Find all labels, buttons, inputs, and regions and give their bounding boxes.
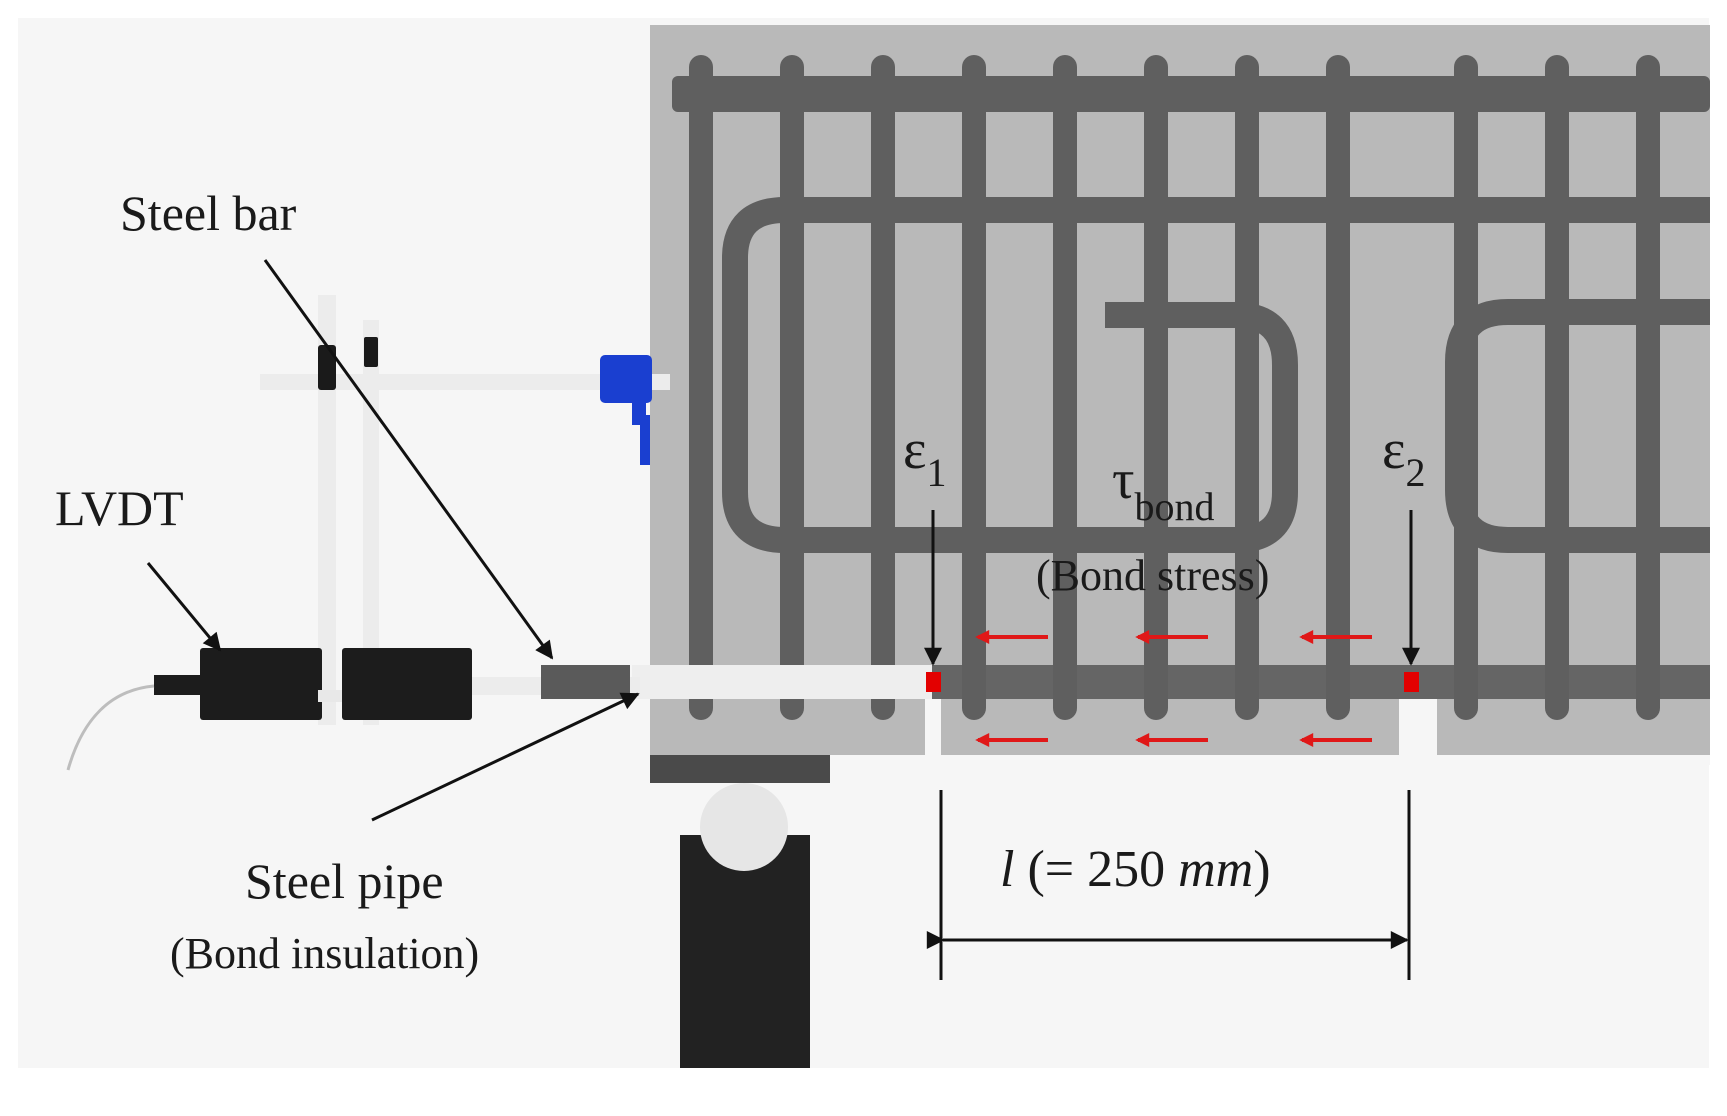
stirrup-leg xyxy=(1053,55,1077,720)
stirrup-legs xyxy=(689,55,1660,720)
support-roller xyxy=(700,783,788,871)
tau-symbol: τ xyxy=(1112,449,1135,511)
frame-horizontal-rod xyxy=(260,374,670,390)
concrete-block xyxy=(650,25,1710,755)
concrete-specimen xyxy=(650,25,1710,765)
length-unit: mm xyxy=(1178,841,1253,898)
stirrup-leg xyxy=(1326,55,1350,720)
stirrup-leg xyxy=(962,55,986,720)
lvdt-body xyxy=(342,648,472,720)
frame-vertical-rod xyxy=(318,295,336,725)
lvdt-connector xyxy=(154,675,200,695)
frame-vertical-rod xyxy=(363,320,379,725)
epsilon-1-label: ε1 xyxy=(903,419,947,495)
stirrup-leg xyxy=(871,55,895,720)
stirrup-leg xyxy=(689,55,713,720)
length-equals: (= 250 xyxy=(1014,841,1178,898)
gap-at-strain-gauge-1 xyxy=(925,699,941,765)
strain-gauges xyxy=(926,672,1419,692)
stirrup-leg xyxy=(1235,55,1259,720)
frame-clamp xyxy=(364,337,378,367)
lvdt-body xyxy=(200,648,322,720)
bearing-plate xyxy=(650,755,830,783)
steel-pipe-pointer xyxy=(371,692,640,822)
bond-stress-label: (Bond stress) xyxy=(1036,551,1269,600)
tau-subscript: bond xyxy=(1135,484,1215,529)
steel-pipe xyxy=(541,665,630,699)
bar-extension xyxy=(470,665,640,699)
lvdt-pointer xyxy=(146,562,222,652)
epsilon-subscript: 2 xyxy=(1406,450,1426,495)
length-variable: l xyxy=(1000,841,1014,898)
steel-bar-label: Steel bar xyxy=(120,185,297,241)
epsilon-symbol: ε xyxy=(903,419,927,481)
frame-clamp xyxy=(318,345,336,390)
stirrup-loop-left xyxy=(722,197,1710,553)
length-label: l (= 250 mm) xyxy=(1000,841,1271,898)
steel-pipe-label: Steel pipe xyxy=(245,853,444,909)
tau-bond-label: τbond xyxy=(1112,449,1215,529)
lvdt-frame xyxy=(260,295,670,725)
pointer-arrows xyxy=(146,259,1420,822)
bond-insulation-label: (Bond insulation) xyxy=(170,929,479,978)
stirrup-leg xyxy=(1636,55,1660,720)
lvdt-label: LVDT xyxy=(55,480,184,536)
stirrup-leg xyxy=(1454,55,1478,720)
epsilon-subscript: 1 xyxy=(927,450,947,495)
stirrup-leg xyxy=(780,55,804,720)
blue-clamp xyxy=(600,355,652,403)
unbonded-bar-segment xyxy=(632,665,932,699)
unbonded-regions xyxy=(632,665,1437,765)
epsilon-2-label: ε2 xyxy=(1382,419,1426,495)
bond-stress-arrows xyxy=(975,630,1372,747)
top-longitudinal-bar xyxy=(672,76,1710,112)
epsilon-symbol: ε xyxy=(1382,419,1406,481)
gap-at-strain-gauge-2 xyxy=(1399,699,1437,765)
steel-bar-pointer xyxy=(263,259,554,660)
stirrup-leg xyxy=(1545,55,1569,720)
length-close: ) xyxy=(1253,841,1270,898)
strain-gauge-2 xyxy=(1404,672,1419,692)
stirrup-leg xyxy=(1144,55,1168,720)
length-dimension xyxy=(926,790,1411,980)
support-pedestal xyxy=(680,835,810,1068)
strain-gauge-1 xyxy=(926,672,941,692)
lvdt-assembly xyxy=(66,648,472,771)
lvdt-cable xyxy=(66,684,155,771)
support xyxy=(650,755,830,1068)
